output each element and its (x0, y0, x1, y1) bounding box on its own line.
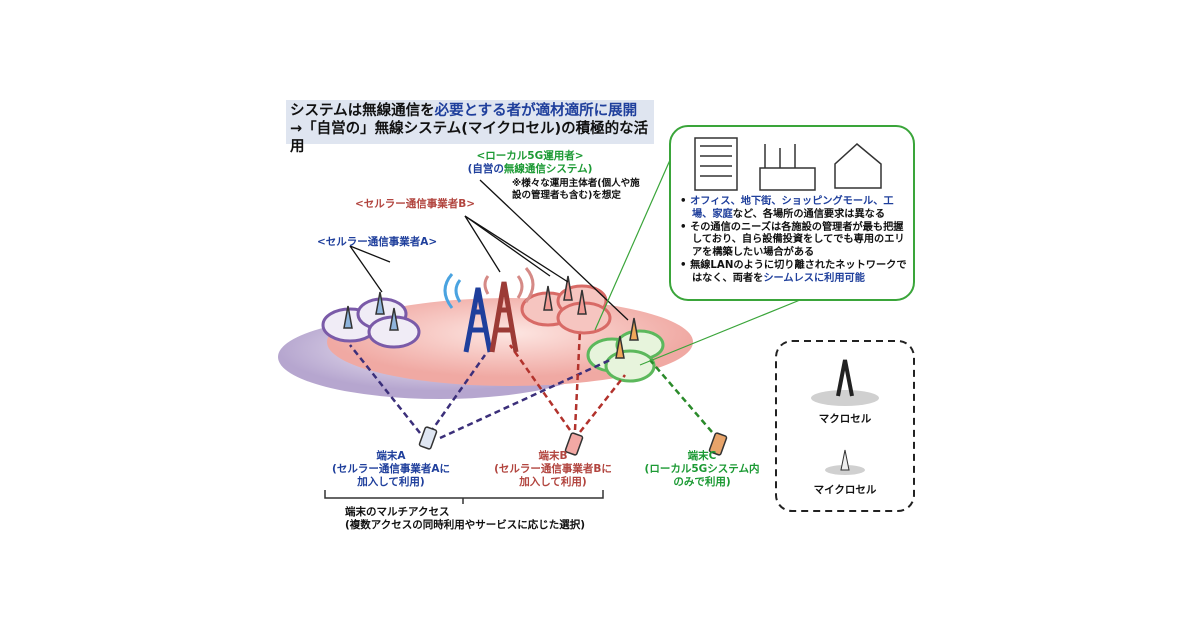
local5g-micro-cells (586, 329, 665, 383)
multi-access-label: 端末のマルチアクセス(複数アクセスの同時利用やサービスに応じた選択) (345, 506, 586, 532)
info-bullets: • オフィス、地下街、ショッピングモール、工場、家庭など、各場所の通信要求は異な… (680, 196, 907, 284)
terminal-c-label: 端末C(ローカル5Gシステム内のみで利用) (644, 450, 760, 489)
headline: システムは無線通信を必要とする者が適材適所に展開 →「自営の」無線システム(マイ… (286, 100, 654, 155)
terminal-b-phone-icon (564, 432, 584, 456)
access-arrows (349, 329, 713, 440)
legend-micro-label: マイクロセル (813, 484, 877, 496)
terminal-a-label: 端末A(セルラー通信事業者Aに加入して利用) (332, 450, 450, 489)
legend-macro-tower-icon (836, 359, 854, 397)
building-icons (694, 137, 882, 191)
cellular-a-label: <セルラー通信事業者A> (317, 236, 438, 248)
terminal-b-label: 端末B(セルラー通信事業者Bに加入して利用) (494, 450, 612, 489)
legend-box (775, 340, 915, 512)
operator-note: ※様々な運用主体者(個人や施設の管理者も含む)を想定 (512, 178, 640, 201)
cellular-a-macro-tower-icon (443, 273, 493, 353)
legend-micro-tower-icon (840, 449, 850, 471)
multi-access-brace (324, 490, 604, 504)
local5g-operator-label: <ローカル5G運用者> (自営の無線通信システム) (467, 150, 593, 176)
cellular-b-macro-tower-icon (483, 267, 535, 353)
callout-lines (349, 179, 629, 321)
terminal-c-phone-icon (708, 432, 728, 456)
cellular-b-label: <セルラー通信事業者B> (355, 198, 476, 210)
terminal-a-phone-icon (418, 426, 438, 450)
micro-tower-icons (343, 275, 639, 359)
legend-macro-label: マクロセル (818, 413, 872, 425)
